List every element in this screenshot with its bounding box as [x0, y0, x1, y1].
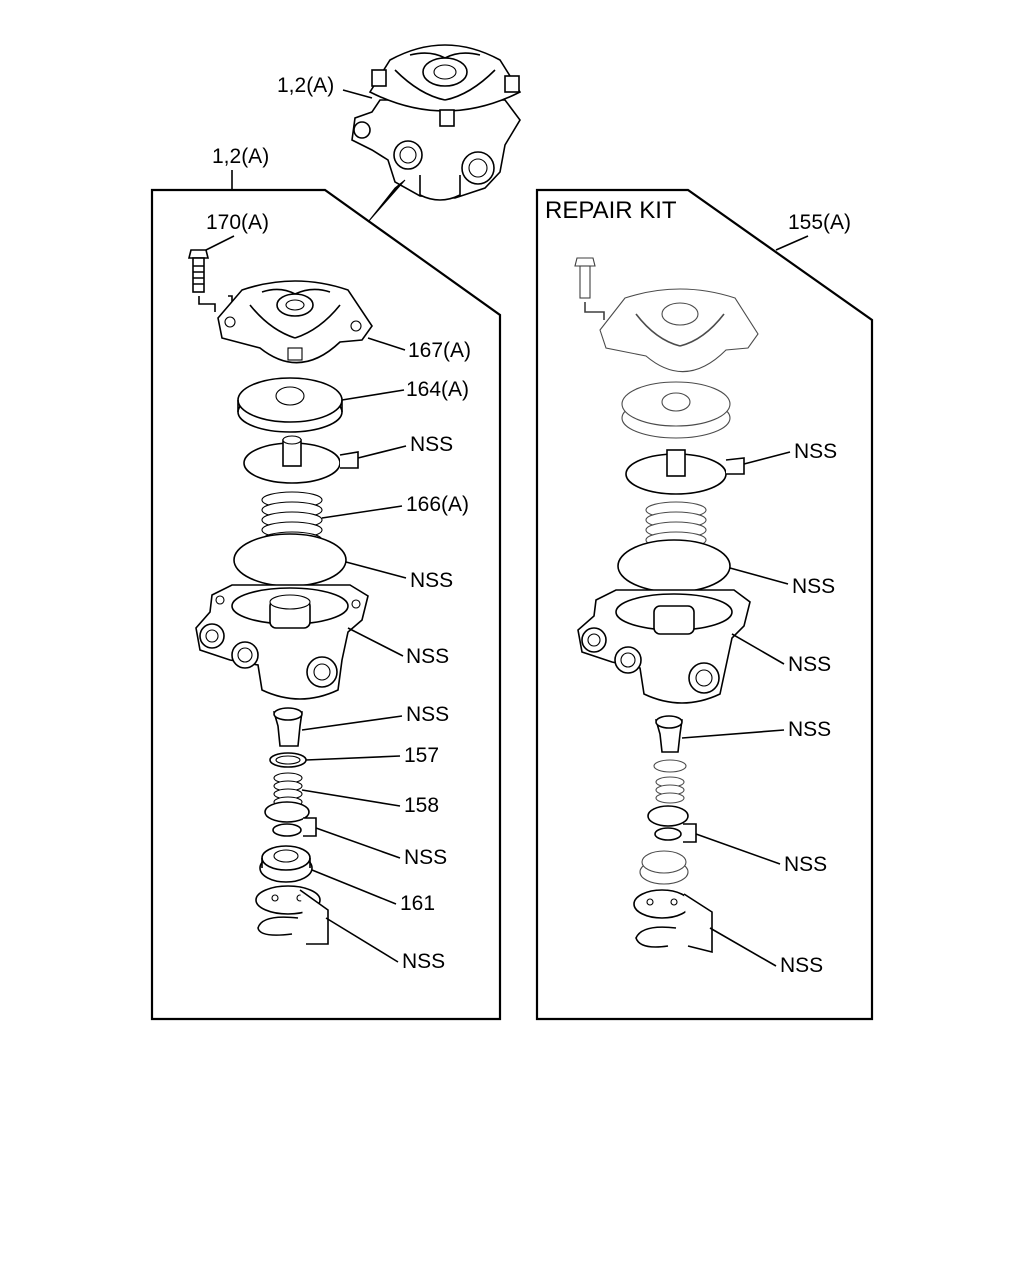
washer-part — [243, 435, 359, 484]
leader-assembly-top — [342, 89, 373, 99]
ghost-ring-spring-part — [653, 759, 687, 804]
callout-exhaust-seat: 161 — [400, 892, 435, 915]
assembled-valve-illustration — [351, 44, 522, 201]
assembly-label-top: 1,2(A) — [277, 74, 334, 97]
exhaust-seat-part — [259, 845, 313, 883]
kit-gasket-part — [617, 539, 731, 593]
callout-valve-guide: NSS — [406, 703, 449, 726]
ghost-diaphragm-part — [621, 381, 731, 439]
kit-callout-gasket: NSS — [792, 575, 835, 598]
right-panel-frame — [535, 188, 874, 1021]
gasket-part — [233, 533, 347, 587]
repair-kit-title: REPAIR KIT — [545, 197, 677, 224]
callout-bolt: 170(A) — [206, 211, 269, 234]
ghost-exhaust-seat-part — [639, 850, 689, 885]
kit-callout-washer: NSS — [794, 440, 837, 463]
ring-part — [269, 752, 307, 768]
ghost-cover-part — [599, 288, 759, 373]
kit-snap-ring-part — [633, 889, 713, 954]
left-panel: 170(A) 167(A) 164(A) NSS — [150, 188, 502, 1021]
kit-callout-snap-ring: NSS — [780, 954, 823, 977]
snap-ring-part — [255, 885, 329, 945]
repair-kit-number: 155(A) — [788, 211, 851, 234]
valve-guide-part — [272, 707, 303, 747]
ghost-bolt-part — [574, 257, 605, 320]
callout-washer: NSS — [410, 433, 453, 456]
bolt-part — [187, 249, 233, 312]
callout-spring-158: 158 — [404, 794, 439, 817]
callout-diaphragm-piston: 164(A) — [406, 378, 469, 401]
assembly-label-frame: 1,2(A) — [212, 145, 269, 168]
callout-spring: 166(A) — [406, 493, 469, 516]
kit-body-part — [577, 589, 751, 704]
callout-ring-157: 157 — [404, 744, 439, 767]
kit-callout-body: NSS — [788, 653, 831, 676]
kit-callout-valve-guide: NSS — [788, 718, 831, 741]
left-panel-frame — [150, 188, 502, 1021]
callout-gasket: NSS — [410, 569, 453, 592]
callout-snap-ring: NSS — [402, 950, 445, 973]
kit-washer-part — [625, 449, 745, 495]
diaphragm-piston-part — [237, 377, 343, 433]
pointer-arrow — [367, 179, 406, 223]
cover-part — [217, 280, 373, 364]
callout-body: NSS — [406, 645, 449, 668]
callout-seal: NSS — [404, 846, 447, 869]
body-part — [195, 584, 369, 700]
kit-seal-part — [647, 805, 697, 843]
right-panel: REPAIR KIT 155(A) NSS — [535, 188, 874, 1021]
kit-callout-seal: NSS — [784, 853, 827, 876]
kit-valve-guide-part — [654, 715, 683, 753]
callout-cover: 167(A) — [408, 339, 471, 362]
seal-part — [264, 801, 317, 837]
